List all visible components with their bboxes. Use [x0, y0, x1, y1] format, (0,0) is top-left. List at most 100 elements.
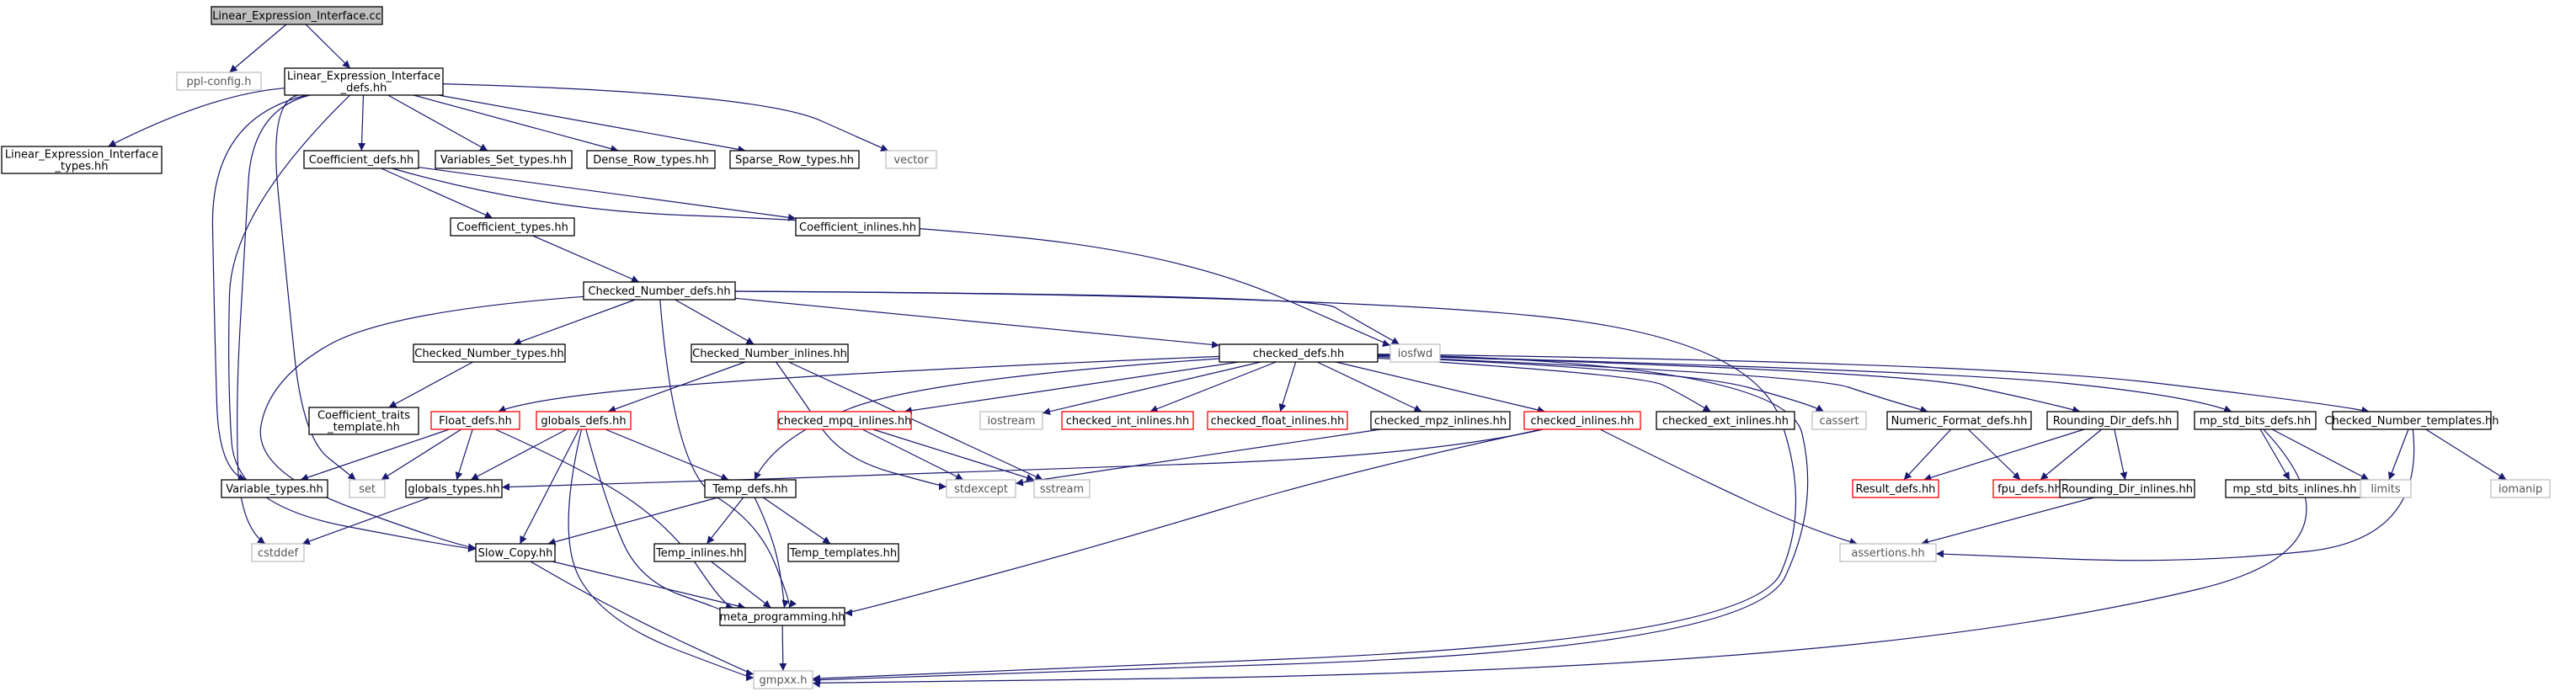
node-meta_programming[interactable]: meta_programming.hh — [719, 607, 845, 626]
edge-coeff_defs-to-coeff_types — [381, 168, 493, 219]
edge-checked_inlines-to-globals_types — [501, 428, 1544, 491]
node-label: Linear_Expression_Interface.cc — [212, 10, 381, 23]
node-label: checked_inlines.hh — [1530, 415, 1634, 428]
node-rounding_dir_defs[interactable]: Rounding_Dir_defs.hh — [2046, 411, 2179, 430]
node-temp_defs[interactable]: Temp_defs.hh — [704, 479, 797, 498]
edge-lei_defs-to-coeff_defs — [358, 94, 366, 152]
edge-temp_defs-to-temp_templates — [762, 497, 831, 545]
edge-rounding_dir_defs-to-fpu_defs — [2040, 428, 2103, 481]
node-fpu_defs[interactable]: fpu_defs.hh — [1992, 479, 2067, 498]
node-rounding_dir_inlines[interactable]: Rounding_Dir_inlines.hh — [2059, 479, 2195, 498]
node-label: _types.hh — [55, 161, 109, 173]
node-box — [1061, 411, 1194, 430]
node-checked_ext_inlines[interactable]: checked_ext_inlines.hh — [1656, 411, 1795, 430]
node-numeric_format_defs[interactable]: Numeric_Format_defs.hh — [1886, 411, 2032, 430]
node-iosfwd: iosfwd — [1389, 343, 1441, 363]
node-label: Linear_Expression_Interface — [287, 71, 440, 83]
node-checked_mpq_inlines[interactable]: checked_mpq_inlines.hh — [777, 411, 912, 430]
node-label: Temp_defs.hh — [712, 483, 787, 496]
node-cn_types[interactable]: Checked_Number_types.hh — [413, 343, 566, 363]
node-label: cstddef — [258, 547, 299, 560]
node-root[interactable]: Linear_Expression_Interface.cc — [211, 6, 383, 25]
node-box — [1523, 411, 1641, 430]
node-checked_inlines[interactable]: checked_inlines.hh — [1523, 411, 1641, 430]
node-coeff_traits[interactable]: Coefficient_traits_template.hh — [308, 407, 419, 435]
edge-lei_defs-to-set — [275, 94, 356, 481]
edge-checked_defs-to-mp_std_bits_defs — [1377, 354, 2232, 413]
node-label: Coefficient_inlines.hh — [799, 221, 916, 234]
node-temp_inlines[interactable]: Temp_inlines.hh — [653, 543, 746, 562]
node-label: Temp_inlines.hh — [655, 547, 744, 560]
node-box — [284, 67, 444, 96]
edge-checked_defs-to-checked_mpq_inlines — [904, 361, 1240, 415]
edge-cn_defs-to-meta_programming — [659, 299, 797, 609]
node-lei_defs[interactable]: Linear_Expression_Interface_defs.hh — [284, 67, 444, 96]
edge-temp_inlines-to-meta_programming — [711, 561, 771, 609]
node-lei_types[interactable]: Linear_Expression_Interface_types.hh — [1, 146, 163, 174]
node-gmpxx: gmpxx.h — [753, 670, 813, 689]
node-checked_mpz_inlines[interactable]: checked_mpz_inlines.hh — [1370, 411, 1511, 430]
node-cn_defs[interactable]: Checked_Number_defs.hh — [583, 281, 736, 301]
node-globals_types[interactable]: globals_types.hh — [405, 479, 503, 498]
node-vector: vector — [885, 150, 937, 169]
node-checked_defs[interactable]: checked_defs.hh — [1219, 343, 1379, 363]
node-box — [885, 150, 937, 169]
node-box — [1656, 411, 1795, 430]
edge-lei_defs-to-cstddef — [237, 94, 311, 545]
node-label: Variable_types.hh — [226, 483, 323, 496]
node-box — [1886, 411, 2032, 430]
node-label: Numeric_Format_defs.hh — [1891, 415, 2028, 428]
node-label: Checked_Number_inlines.hh — [692, 348, 847, 360]
node-variable_types[interactable]: Variable_types.hh — [221, 479, 328, 498]
node-box — [583, 281, 736, 301]
edge-cn_inlines-to-stdexcept — [776, 361, 947, 491]
node-label: Temp_templates.hh — [789, 547, 897, 560]
node-globals_defs[interactable]: globals_defs.hh — [536, 411, 632, 430]
node-box — [176, 72, 262, 91]
node-label: Rounding_Dir_inlines.hh — [2061, 483, 2193, 496]
node-temp_templates[interactable]: Temp_templates.hh — [787, 543, 899, 562]
edge-mp_std_bits_defs-to-mp_std_bits_inlines — [2259, 428, 2291, 481]
edge-lei_defs-to-vector — [442, 83, 889, 152]
node-cn_templates[interactable]: Checked_Number_templates.hh — [2324, 411, 2499, 430]
node-label: checked_defs.hh — [1253, 348, 1345, 360]
node-coeff_defs[interactable]: Coefficient_defs.hh — [303, 150, 419, 169]
node-box — [251, 543, 305, 562]
node-label: checked_int_inlines.hh — [1066, 415, 1190, 428]
edge-float_defs-to-meta_programming — [494, 428, 734, 610]
node-label: _defs.hh — [340, 82, 387, 95]
node-result_defs[interactable]: Result_defs.hh — [1852, 479, 1939, 498]
node-box — [2332, 411, 2492, 430]
node-box — [413, 343, 566, 363]
node-label: vector — [893, 154, 929, 167]
node-vars_set_types[interactable]: Variables_Set_types.hh — [435, 150, 573, 169]
node-box — [2194, 411, 2317, 430]
node-cassert: cassert — [1811, 411, 1867, 430]
node-box — [303, 150, 419, 169]
node-coeff_types[interactable]: Coefficient_types.hh — [450, 217, 575, 237]
node-checked_float_inlines[interactable]: checked_float_inlines.hh — [1207, 411, 1348, 430]
edge-checked_defs-to-cassert — [1377, 356, 1824, 412]
edge-lei_defs-to-slow_copy — [228, 94, 477, 552]
edge-rounding_dir_defs-to-result_defs — [1923, 428, 2085, 482]
node-box — [405, 479, 503, 498]
edge-numeric_format_defs-to-fpu_defs — [1967, 428, 2021, 481]
node-box — [2490, 479, 2551, 498]
node-dense_row_types[interactable]: Dense_Row_types.hh — [586, 150, 716, 169]
edge-coeff_defs-to-iosfwd — [392, 168, 1391, 347]
node-assertions: assertions.hh — [1839, 543, 1937, 562]
node-float_defs[interactable]: Float_defs.hh — [430, 411, 520, 430]
node-coeff_inlines[interactable]: Coefficient_inlines.hh — [795, 217, 920, 237]
node-mp_std_bits_defs[interactable]: mp_std_bits_defs.hh — [2194, 411, 2317, 430]
node-checked_int_inlines[interactable]: checked_int_inlines.hh — [1061, 411, 1194, 430]
node-sparse_row_types[interactable]: Sparse_Row_types.hh — [729, 150, 860, 169]
node-cn_inlines[interactable]: Checked_Number_inlines.hh — [691, 343, 849, 363]
node-mp_std_bits_inlines[interactable]: mp_std_bits_inlines.hh — [2225, 479, 2365, 498]
node-label: ppl-config.h — [187, 76, 252, 88]
node-box — [946, 479, 1016, 498]
node-cstddef: cstddef — [251, 543, 305, 562]
node-label: Coefficient_traits — [317, 410, 410, 423]
edge-cn_defs-to-slow_copy — [259, 295, 584, 551]
node-stdexcept: stdexcept — [946, 479, 1016, 498]
node-slow_copy[interactable]: Slow_Copy.hh — [475, 543, 556, 562]
